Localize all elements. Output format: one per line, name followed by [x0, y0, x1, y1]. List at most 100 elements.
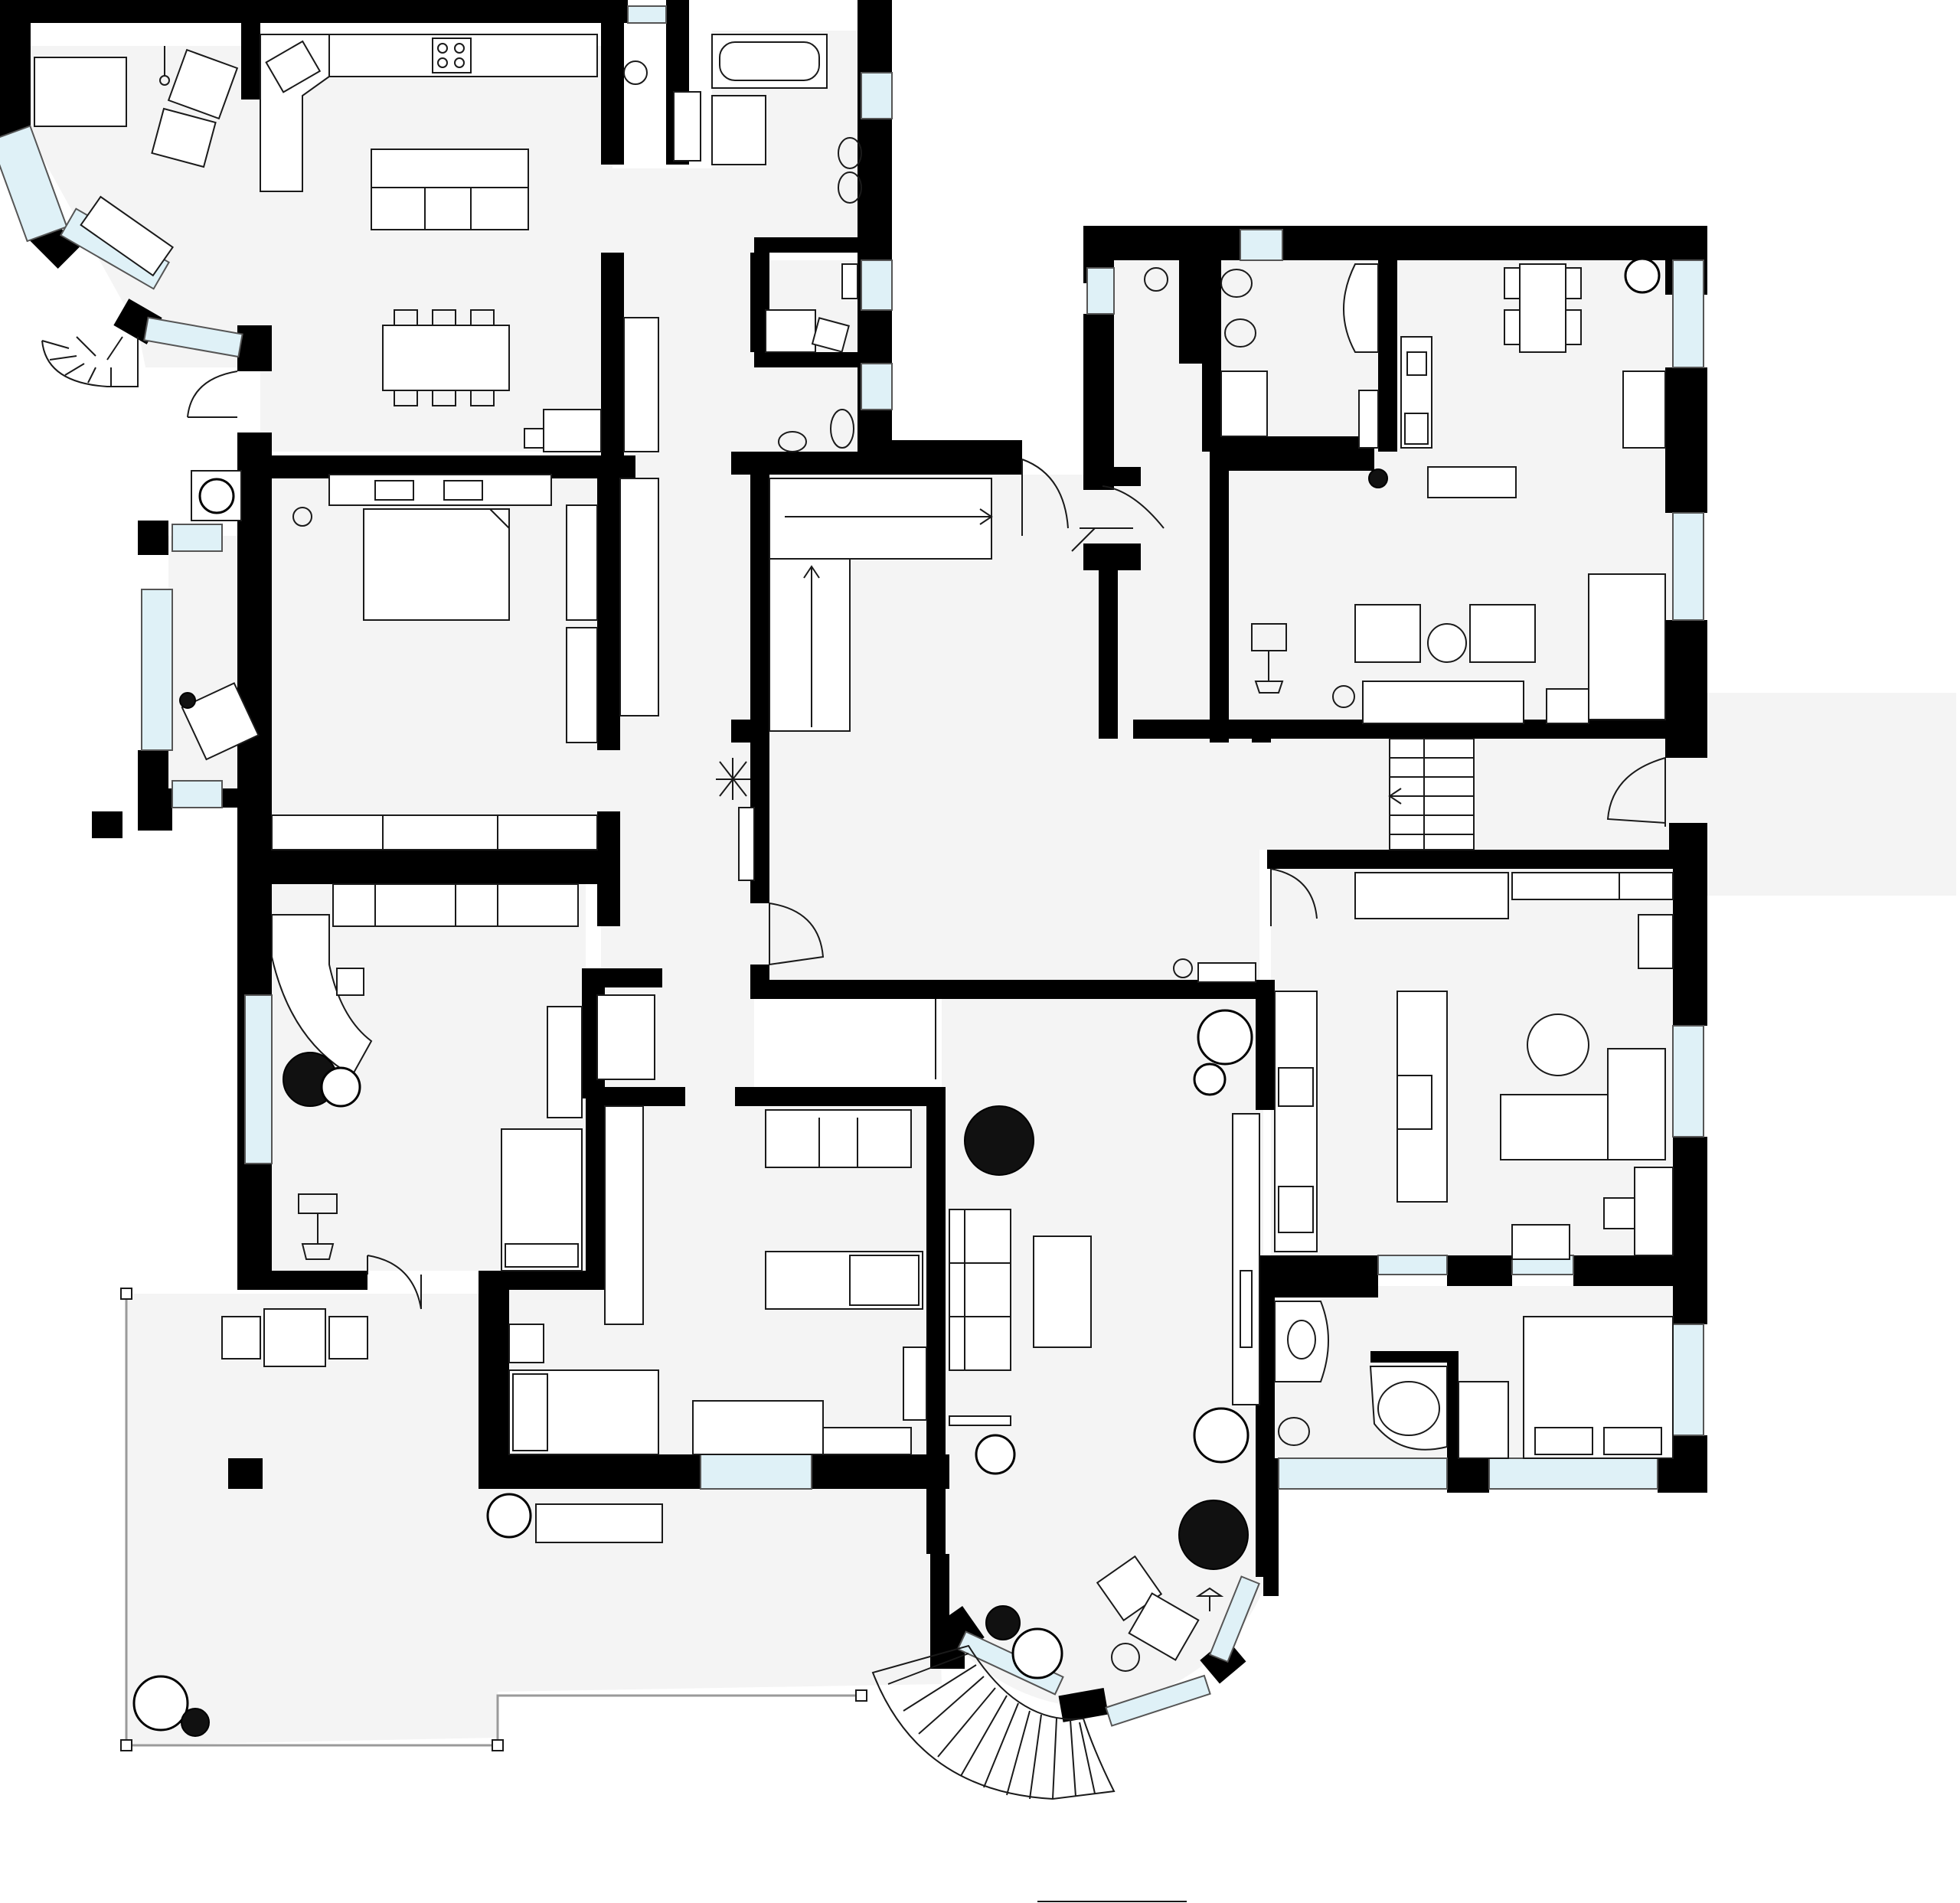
guest-shelf-left: [508, 1324, 544, 1363]
planter-box-plant-icon: [198, 478, 235, 514]
ne-lounge-plant-icon: [1368, 468, 1388, 488]
wash-counter: [711, 95, 766, 165]
ne-armchair-right: [1469, 604, 1536, 663]
corridor-closet: [623, 317, 659, 452]
conservatory-stool-icon: [1111, 1643, 1140, 1672]
ne-side-cabinet: [1546, 688, 1589, 724]
office-daybed: [501, 1128, 583, 1271]
ne-side-table: [1427, 623, 1467, 663]
nw-bench: [34, 57, 127, 127]
conservatory-plant-icon: [1011, 1627, 1063, 1679]
conservatory-chair: [1128, 1592, 1200, 1661]
living-room-furniture: [949, 1009, 1260, 1475]
dining-chairs: [394, 309, 495, 406]
hall-lamp-icon: [1173, 958, 1193, 978]
double-sink-icon: [838, 137, 862, 169]
terrace-chair-left: [221, 1316, 261, 1360]
east-shelf: [1511, 872, 1620, 900]
double-bed: [363, 508, 510, 621]
office-chair: [336, 968, 364, 996]
ne-exercise-bike-icon: [1251, 623, 1287, 694]
terrace-post-sw: [120, 1739, 132, 1751]
ne-armchair-left: [1354, 604, 1421, 663]
east-bath-vanity: [1274, 1301, 1329, 1382]
bedroom-dresser: [271, 814, 598, 850]
guest-bed-2: [508, 1369, 659, 1455]
ne-sofa: [1362, 681, 1524, 724]
east-tall-cabinet: [1354, 872, 1509, 919]
wc-toilet-icon: [830, 409, 854, 449]
bay-desk: [80, 195, 175, 277]
doors: [187, 370, 1666, 1310]
coffee-table: [1033, 1235, 1092, 1348]
ne-cooktop-icon: [1404, 413, 1429, 445]
wc-sink-icon: [778, 431, 807, 452]
conservatory-palm-small-icon: [985, 1605, 1021, 1640]
living-plant-pot-icon: [975, 1434, 1016, 1475]
terrace-plant-mid-icon: [486, 1493, 532, 1539]
guest-shelf-right: [903, 1346, 927, 1421]
east-cooktop-icon: [1278, 1067, 1314, 1107]
guest-sofa: [765, 1109, 912, 1168]
terrace-pillar: [228, 1458, 263, 1489]
ne-furniture: [1144, 257, 1666, 724]
east-small-table: [1638, 914, 1674, 969]
ne-plant-icon: [1624, 257, 1661, 294]
ne-toilet-icon: [1220, 269, 1253, 298]
ne-vanity: [1343, 263, 1379, 353]
office-furniture: [271, 883, 583, 1271]
guest-single-bed: [765, 1251, 923, 1310]
side-lamp-icon: [292, 507, 312, 527]
corridor-shelf: [738, 807, 755, 881]
corridor-furniture: [596, 317, 755, 1080]
ne-daybed: [1588, 573, 1666, 720]
ne-sink-icon: [1406, 351, 1427, 376]
windows: [0, 5, 1704, 1727]
nw-counter-lower: [543, 409, 602, 452]
kitchen-dining-furniture: [34, 34, 602, 452]
guest-closet: [604, 1105, 644, 1325]
hand-basin-icon: [623, 60, 648, 85]
terrace-post-s: [492, 1739, 504, 1751]
hall-furniture: [1173, 958, 1256, 983]
living-plant-mid-icon: [1193, 1062, 1227, 1096]
living-plant-bottom-icon: [1193, 1407, 1250, 1464]
kitchen-island: [371, 149, 529, 188]
dining-table: [382, 325, 510, 391]
east-stool: [1603, 1197, 1635, 1229]
east-sink-icon: [1278, 1186, 1314, 1233]
guest-room-furniture: [508, 1105, 927, 1455]
ne-sideboard: [1622, 370, 1666, 449]
conservatory-furniture: [985, 1500, 1249, 1679]
terrace-furniture: [120, 1288, 867, 1751]
east-shower: [1458, 1381, 1509, 1459]
east-living-furniture: [1274, 872, 1674, 1260]
guest-wardrobe: [822, 1427, 912, 1455]
east-shelf-2: [1619, 872, 1674, 900]
cooktop: [432, 38, 472, 73]
ne-cabinet: [1358, 390, 1379, 449]
exercise-bike-icon: [298, 1193, 338, 1260]
stairs: [41, 336, 1475, 1800]
ne-wc-basin-icon: [1144, 267, 1168, 292]
living-sofa: [949, 1209, 1011, 1371]
bathtub: [711, 34, 828, 89]
room-terrace-west: [126, 1294, 942, 1745]
terrace-table: [263, 1308, 326, 1367]
reading-armchair: [181, 682, 260, 761]
ne-tv-console: [1427, 466, 1517, 498]
terrace-chair-right: [328, 1316, 368, 1360]
nw-lounge-chair: [167, 48, 239, 120]
straight-stair-hall: [769, 478, 993, 732]
east-bath-sink-icon: [1287, 1320, 1316, 1360]
conservatory-palm-icon: [1178, 1500, 1249, 1570]
ne-toilet-2-icon: [1224, 318, 1256, 348]
east-kitchen-counter: [1274, 991, 1318, 1252]
small-plant-icon: [179, 692, 196, 709]
terrace-lounger: [535, 1503, 663, 1543]
bedroom-wardrobe-2: [566, 627, 598, 743]
east-island: [1396, 991, 1448, 1203]
east-round-table: [1527, 1014, 1589, 1076]
ceiling-fixture-icon: [716, 758, 750, 800]
